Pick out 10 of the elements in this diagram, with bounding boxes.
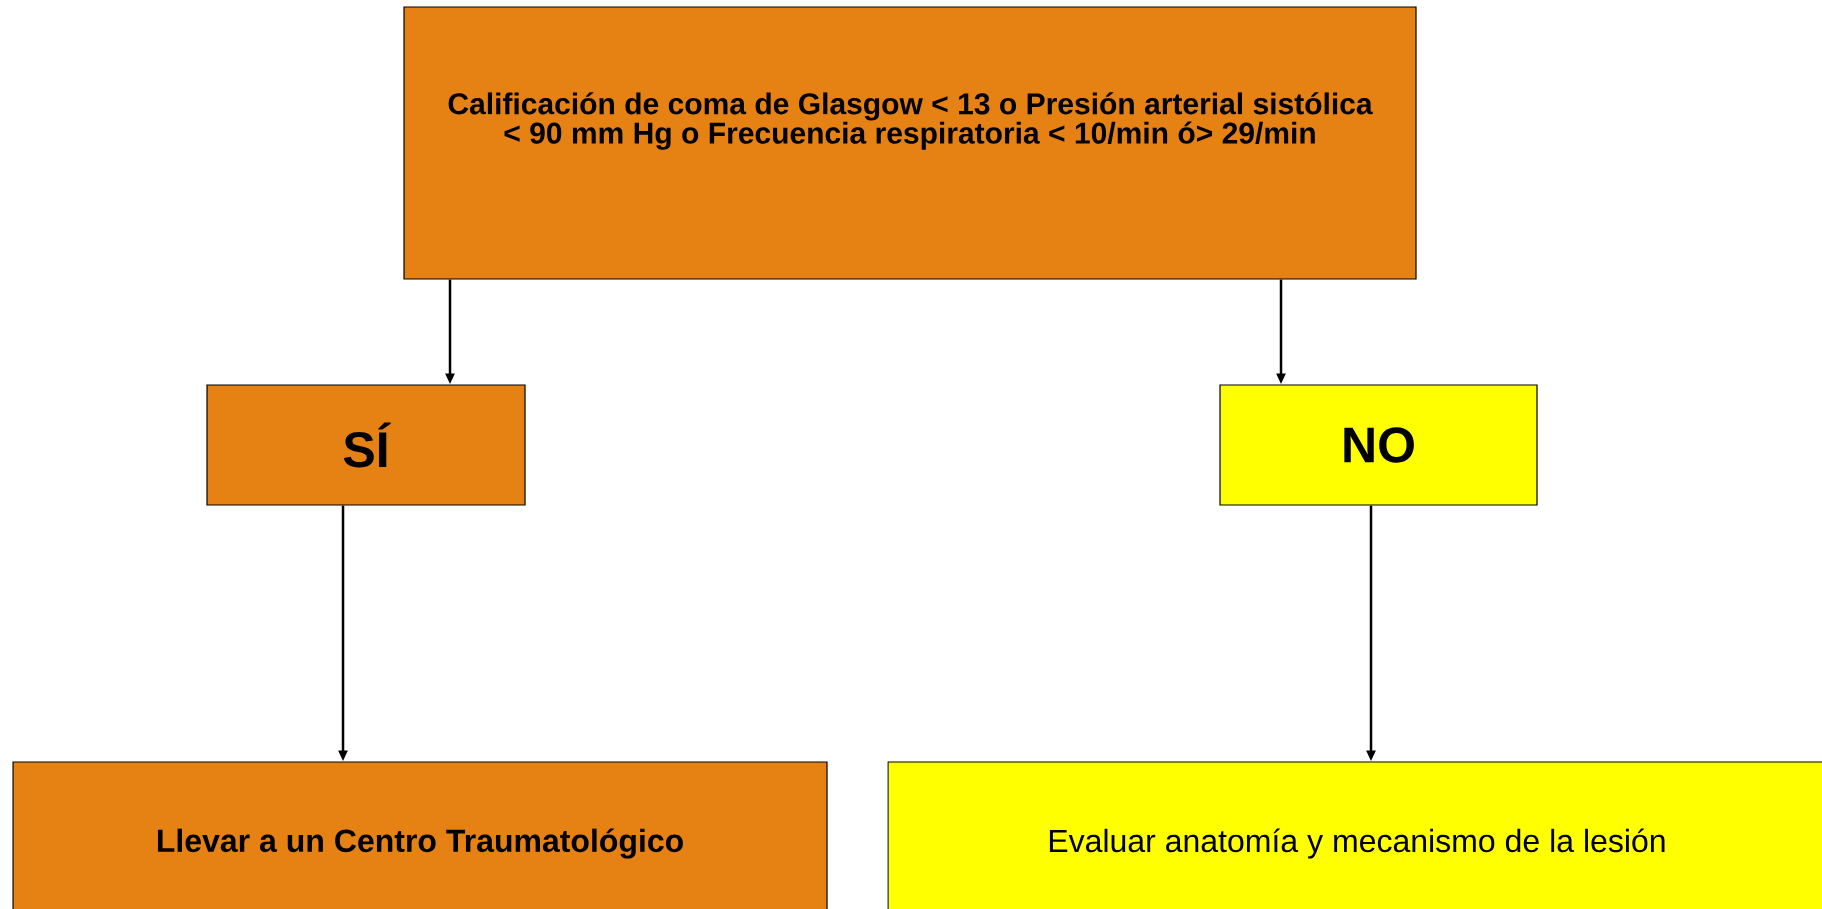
action-box: [12, 761, 828, 909]
box-text: NO: [1344, 427, 1414, 463]
box-text: Llevar a un Centro Traumatológico: [157, 828, 683, 859]
box-text: Calificación de coma de Glasgow < 13 o Presión arterial sistólica < 90 mm Hg o Frecuencia respiratoria < 10/min ó> 29/min: [448, 92, 1373, 150]
decision-box: [1219, 384, 1538, 506]
criteria-box: [403, 6, 1417, 280]
box-text: SÍ: [343, 422, 391, 468]
box-text: Evaluar anatomía y mecanismo de la lesión: [1049, 828, 1665, 859]
action-box: [887, 761, 1822, 909]
decision-box: [206, 384, 526, 506]
